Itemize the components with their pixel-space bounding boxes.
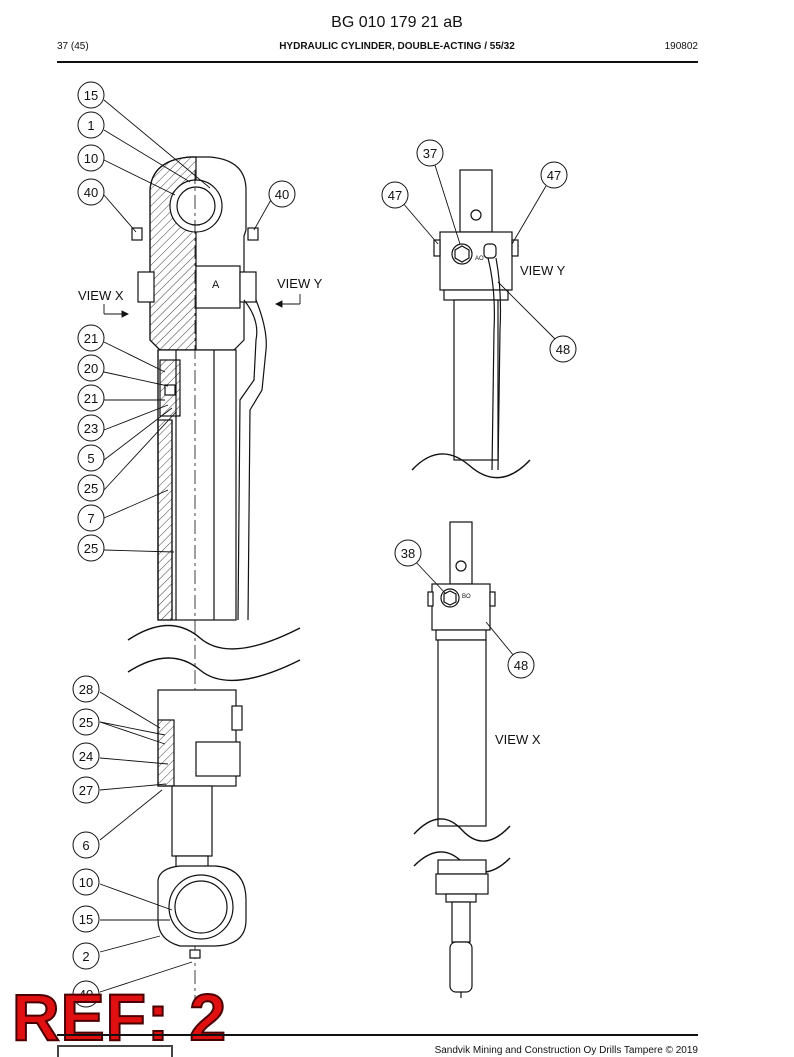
callout-number: 24 <box>79 749 93 764</box>
callout-number: 40 <box>84 185 98 200</box>
main-section-view <box>127 156 301 1000</box>
document-date: 190802 <box>664 41 698 52</box>
main-leaders <box>99 99 273 993</box>
view-x-leaders <box>413 559 515 657</box>
port-ao-label: AO <box>475 256 484 262</box>
callout-number: 5 <box>87 451 94 466</box>
callout-number: 10 <box>84 151 98 166</box>
callout-number: 20 <box>84 361 98 376</box>
callout-number: 40 <box>275 187 289 202</box>
callout-group: 15 1 10 40 40 21 20 21 23 5 25 7 25 28 25 24 27 6 10 15 2 40 3… <box>72 81 577 1008</box>
callout-number: 27 <box>79 783 93 798</box>
footer-copyright: Sandvik Mining and Construction Oy Drill… <box>434 1045 698 1056</box>
callout-circle <box>77 534 105 562</box>
callout-number: 47 <box>388 188 402 203</box>
callout-circle <box>77 178 105 206</box>
page-title: HYDRAULIC CYLINDER, DOUBLE-ACTING / 55/3… <box>0 41 794 52</box>
callout-circle <box>268 180 296 208</box>
page-number: 37 (45) <box>57 41 89 52</box>
callout-number: 6 <box>82 838 89 853</box>
callout-circle <box>507 651 535 679</box>
view-x-drawing <box>413 521 511 998</box>
view-x-title: VIEW X <box>495 732 541 747</box>
view-y-label: VIEW Y <box>277 276 323 291</box>
callout-number: 7 <box>87 511 94 526</box>
callout-circle <box>72 831 100 859</box>
callout-circle <box>77 81 105 109</box>
callout-circle <box>394 539 422 567</box>
callout-circle <box>416 139 444 167</box>
callout-number: 40 <box>79 987 93 1002</box>
ref-stamp: REF: 2 <box>11 980 228 1054</box>
callout-circle <box>540 161 568 189</box>
callout-circle <box>72 980 100 1008</box>
callout-circle <box>77 324 105 352</box>
callout-circle <box>77 474 105 502</box>
callout-number: 25 <box>79 715 93 730</box>
view-y-arrow <box>274 294 301 308</box>
callout-number: 10 <box>79 875 93 890</box>
view-y-drawing <box>411 169 531 479</box>
callout-circle <box>77 354 105 382</box>
callout-circle <box>72 708 100 736</box>
callout-number: 38 <box>401 546 415 561</box>
sandvik-logo <box>57 1045 173 1057</box>
callout-number: 1 <box>87 118 94 133</box>
callout-circle <box>77 144 105 172</box>
callout-circle <box>77 384 105 412</box>
view-x-arrow <box>103 304 130 318</box>
callout-circle <box>549 335 577 363</box>
callout-circle <box>72 776 100 804</box>
callout-number: 25 <box>84 481 98 496</box>
page-title-suffix: / 55/32 <box>481 41 515 52</box>
callout-circle <box>72 942 100 970</box>
document-id: BG 010 179 21 aB <box>331 14 463 31</box>
port-a-label: A <box>212 279 220 291</box>
callout-number: 48 <box>556 342 570 357</box>
view-y-title: VIEW Y <box>520 263 566 278</box>
callout-number: 25 <box>84 541 98 556</box>
callout-circle <box>77 504 105 532</box>
callout-number: 28 <box>79 682 93 697</box>
callout-circle <box>77 414 105 442</box>
callout-number: 21 <box>84 391 98 406</box>
view-x-label: VIEW X <box>78 288 124 303</box>
callout-circle <box>72 742 100 770</box>
footer-rule <box>57 1034 698 1036</box>
callout-circle <box>72 675 100 703</box>
callout-circle <box>72 868 100 896</box>
callout-circle <box>72 905 100 933</box>
callout-number: 37 <box>423 146 437 161</box>
callout-number: 21 <box>84 331 98 346</box>
view-y-leaders <box>401 161 557 341</box>
callout-number: 2 <box>82 949 89 964</box>
page-title-main: HYDRAULIC CYLINDER, DOUBLE-ACTING <box>279 41 482 52</box>
callout-number: 47 <box>547 168 561 183</box>
callout-number: 48 <box>514 658 528 673</box>
callout-number: 15 <box>79 912 93 927</box>
callout-circle <box>77 444 105 472</box>
callout-number: 15 <box>84 88 98 103</box>
callout-circle <box>381 181 409 209</box>
header-rule <box>57 61 698 63</box>
callout-circle <box>77 111 105 139</box>
callout-number: 23 <box>84 421 98 436</box>
port-bo-label: BO <box>462 594 471 600</box>
